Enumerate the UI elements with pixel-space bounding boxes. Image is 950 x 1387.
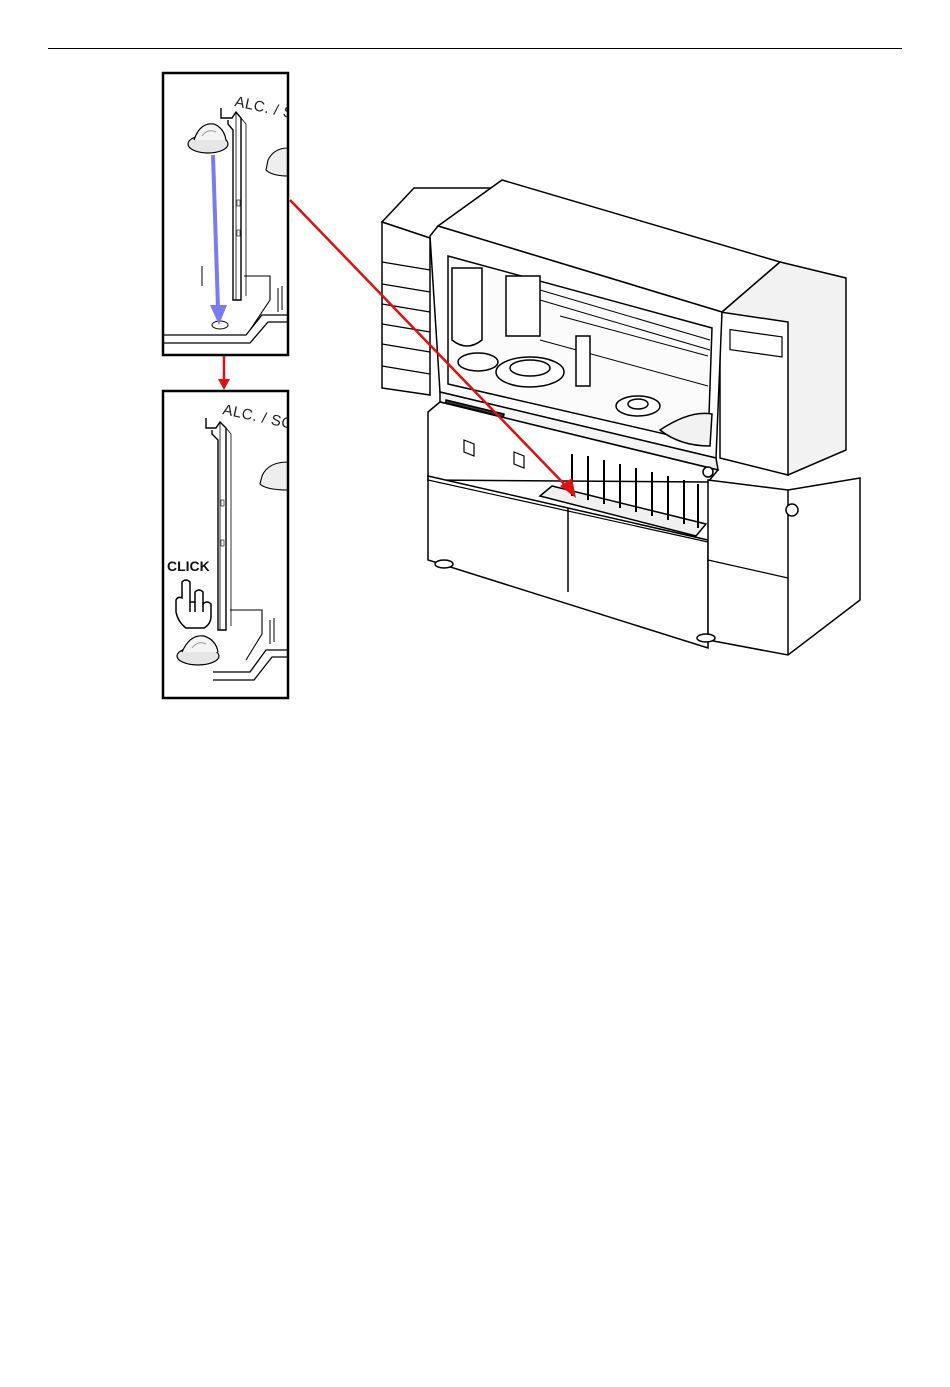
installation-figure: ALC. / SC xyxy=(0,0,950,720)
detail-panel-click: ALC. / SC CLICK xyxy=(163,391,294,698)
detail-panel-insert: ALC. / SC xyxy=(163,73,306,355)
step-arrow xyxy=(218,356,230,390)
machine-illustration xyxy=(382,180,860,655)
click-label: CLICK xyxy=(167,558,210,574)
